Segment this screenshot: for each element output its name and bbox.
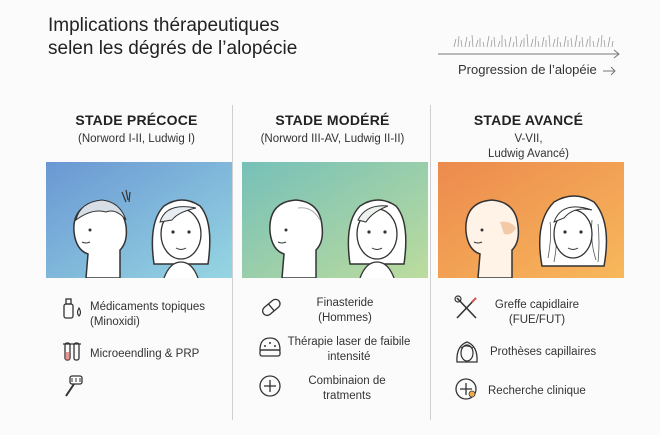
female-head-icon (347, 199, 407, 278)
diagram-title: Implications thérapeutiques selen les dé… (48, 14, 297, 60)
derma-roller-icon (65, 375, 83, 397)
stage-subtitle: (Norword III-AV, Ludwig II-II) (260, 133, 405, 145)
stage-title: STADE AVANCÉ (473, 112, 584, 128)
research-flask-icon (455, 378, 477, 400)
male-head-icon (269, 199, 324, 278)
list-item: Greffe capidlaire (FUE/FUT) (494, 299, 580, 326)
list-item: Prothèses capillaires (490, 346, 597, 358)
bottle-dropper-icon (63, 298, 82, 319)
arrow-right-icon (603, 66, 617, 75)
female-head-icon (539, 195, 608, 267)
stage-advanced-illustration (438, 162, 624, 278)
progression-line (438, 49, 620, 59)
title-line-1: Implications thérapeutiques (48, 15, 280, 36)
stage-subtitle: (Norword I-II, Ludwig I) (78, 133, 195, 145)
laser-cap-icon (259, 337, 281, 357)
test-tubes-icon (63, 342, 81, 361)
surgical-tools-icon (454, 295, 477, 319)
stage-title: STADE MODÉRÉ (275, 112, 390, 128)
list-item: Finasteride (Hommes) (316, 297, 374, 324)
stage-moderate-column: STADE MODÉRÉ (Norword III-AV, Ludwig II-… (240, 108, 425, 428)
grass-decoration-icon (453, 33, 614, 48)
stage-early-illustration (46, 162, 232, 278)
column-divider (430, 105, 431, 420)
plus-circle-icon (259, 375, 281, 397)
list-item: Microeendling & PRP (90, 348, 200, 360)
list-item: Thérapie laser de faibile intensité (287, 336, 411, 363)
stage-title: STADE PRÉCOCE (75, 112, 198, 128)
list-item: Médicaments topiques (Minoxidi) (90, 301, 206, 328)
stage-early-column: STADE PRÉCOCE (Norword I-II, Ludwig I) (44, 108, 229, 428)
pill-icon (261, 298, 281, 317)
column-divider (232, 105, 233, 420)
stage-advanced-column: STADE AVANCÉ V-VII, Ludwig Avancé) (436, 108, 621, 428)
list-item: Combinaion de tratments (308, 375, 386, 402)
stage-subtitle: V-VII, Ludwig Avancé) (488, 133, 569, 160)
male-head-icon (465, 199, 520, 278)
list-item: Recherche clinique (488, 385, 586, 397)
title-line-2: selen les dégrés de l’alopécie (48, 38, 298, 59)
female-head-icon (151, 199, 211, 278)
male-head-icon (73, 189, 131, 278)
stage-moderate-illustration (242, 162, 428, 278)
progression-label: Progression de l’alopéie (458, 62, 618, 77)
wig-icon (456, 341, 478, 363)
